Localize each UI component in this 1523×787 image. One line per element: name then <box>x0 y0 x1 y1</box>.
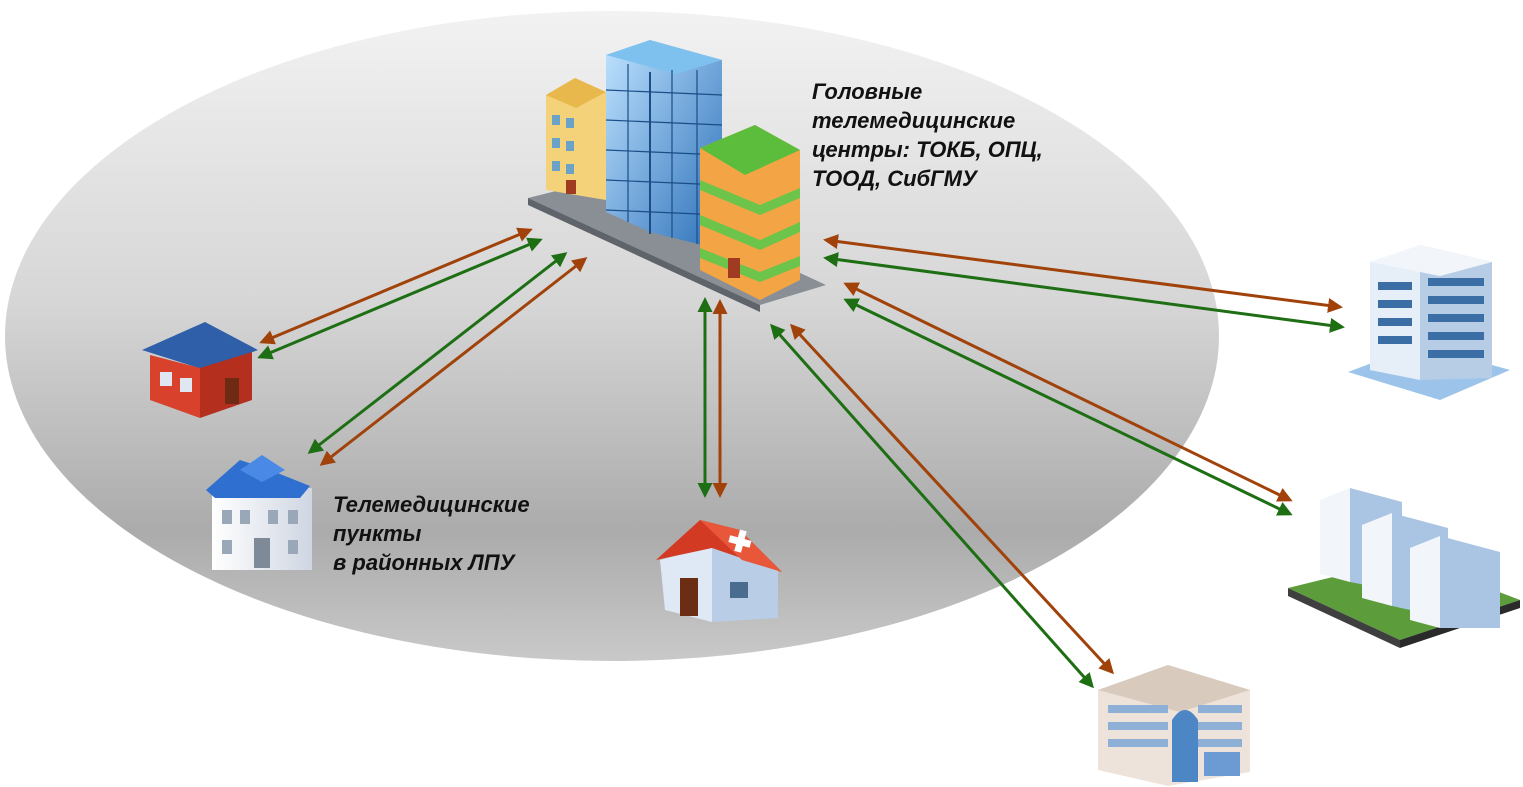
city-block-buildings-icon <box>528 40 826 312</box>
head-centers-label-line: телемедицинские <box>812 108 1016 133</box>
district-points-label-line: Телемедицинские <box>333 492 530 517</box>
villa-building-icon <box>206 455 312 570</box>
arrow-brown-villa <box>319 257 588 466</box>
district-points-label-line: пункты <box>333 521 422 546</box>
district-points-label: Телемедицинские пункты в районных ЛПУ <box>333 490 530 577</box>
house-icon <box>142 322 258 418</box>
arrows <box>257 227 1345 689</box>
triple-towers-icon <box>1288 488 1520 648</box>
head-centers-label-line: центры: ТОКБ, ОПЦ, <box>812 137 1043 162</box>
arrow-brown-hospital <box>789 323 1115 675</box>
office-tower-icon <box>1348 245 1510 400</box>
district-points-label-line: в районных ЛПУ <box>333 550 515 575</box>
head-centers-label-line: ТООД, СибГМУ <box>812 166 977 191</box>
head-centers-label: Головные телемедицинские центры: ТОКБ, О… <box>812 77 1043 193</box>
clinic-house-red-cross-icon <box>656 520 782 622</box>
hospital-building-icon <box>1098 665 1250 786</box>
head-centers-label-line: Головные <box>812 79 923 104</box>
